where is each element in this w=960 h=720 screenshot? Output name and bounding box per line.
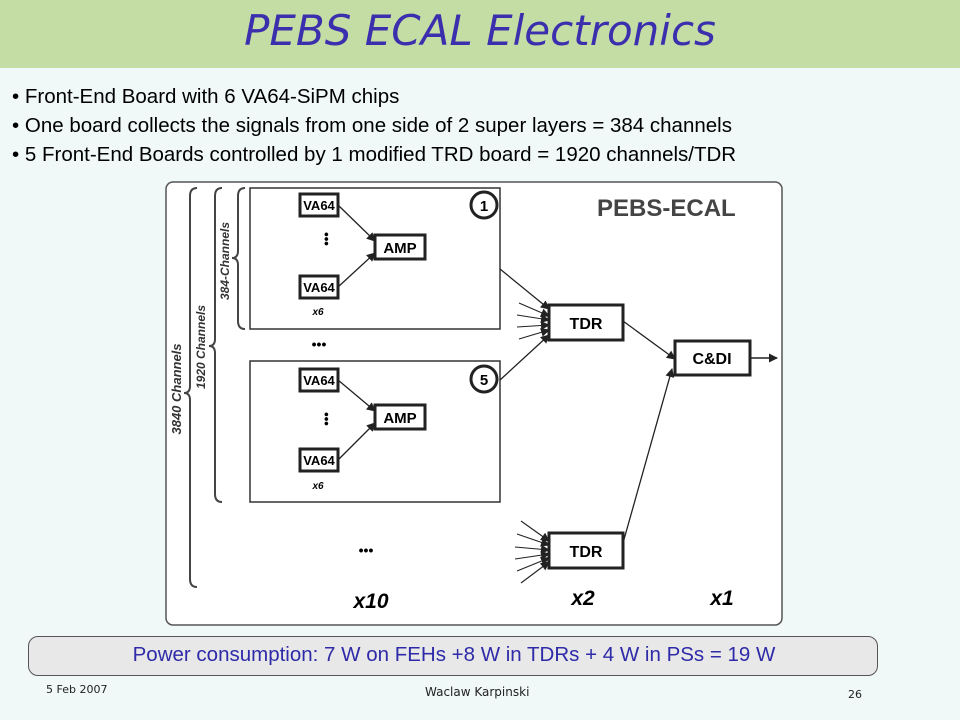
cdi-box [673, 339, 752, 377]
va64-chip-label: VA64 [303, 280, 335, 295]
chip-multiplier: x6 [311, 481, 324, 492]
chip-multiplier: x6 [311, 307, 324, 318]
chip-to-amp-arrow [337, 204, 376, 242]
board-number: 5 [480, 372, 488, 389]
chip-ellipsis: ••• [319, 412, 334, 426]
brace-1920 [208, 187, 223, 503]
bullet-item: One board collects the signals from one … [12, 111, 736, 140]
va64-chip-label: VA64 [303, 373, 335, 388]
power-consumption-box: Power consumption: 7 W on FEHs +8 W in T… [28, 636, 878, 676]
board-to-tdr-arrow [499, 268, 550, 310]
amp-label: AMP [383, 240, 416, 257]
amp-box [373, 403, 427, 431]
chip-to-amp-arrow [337, 252, 376, 288]
tdr-to-cdi-arrow [622, 368, 675, 544]
footer-page-number: 26 [848, 688, 862, 701]
footer-author: Waclaw Karpinski [425, 685, 530, 699]
tdr-to-cdi-arrow [622, 320, 676, 360]
chip-to-amp-arrow [337, 422, 376, 461]
bullet-list: Front-End Board with 6 VA64-SiPM chips O… [12, 82, 736, 169]
board-ellipsis: ••• [312, 336, 327, 352]
brace-384 [231, 187, 246, 330]
board-frame [249, 187, 501, 330]
amp-box [373, 233, 427, 261]
footer-date: 5 Feb 2007 [46, 683, 108, 696]
brace-label: 1920 Channels [194, 305, 208, 389]
board-frame [249, 360, 501, 503]
amp-label: AMP [383, 410, 416, 427]
board-number-badge [469, 364, 499, 394]
pebs-ecal-diagram: PEBS-ECAL VA64 ••• VA64 x6 AMP 1 ••• VA6… [165, 181, 783, 626]
multiplier-label: x2 [570, 587, 595, 610]
multiplier-label: x10 [352, 590, 388, 613]
board-number: 1 [480, 198, 488, 215]
multiplier-label: x1 [709, 587, 733, 610]
power-consumption-text: Power consumption: 7 W on FEHs +8 W in T… [132, 643, 776, 666]
chip-to-amp-arrow [337, 379, 376, 412]
bullet-item: 5 Front-End Boards controlled by 1 modif… [12, 140, 736, 169]
title-bar [0, 0, 960, 68]
tdr-label: TDR [570, 316, 603, 333]
board-group-ellipsis: ••• [359, 542, 374, 558]
chip-ellipsis: ••• [319, 232, 334, 246]
brace-label: 3840 Channels [169, 343, 184, 434]
tdr-box [547, 531, 625, 570]
board-number-badge [469, 190, 499, 220]
front-end-board-5: VA64 ••• VA64 x6 AMP 5 [249, 360, 501, 503]
diagram-title: PEBS-ECAL [597, 195, 736, 222]
tdr-box [547, 303, 625, 342]
cdi-label: C&DI [692, 351, 731, 368]
va64-chip-label: VA64 [303, 453, 335, 468]
tdr-label: TDR [570, 544, 603, 561]
slide-title: PEBS ECAL Electronics [244, 6, 716, 55]
front-end-board-1: VA64 ••• VA64 x6 AMP 1 [249, 187, 501, 330]
brace-label: 384-Channels [218, 222, 232, 300]
brace-3840 [183, 187, 198, 588]
bullet-item: Front-End Board with 6 VA64-SiPM chips [12, 82, 736, 111]
va64-chip-label: VA64 [303, 198, 335, 213]
tdr-input-arrows [514, 520, 550, 584]
board-to-tdr-arrow [499, 334, 550, 381]
tdr-input-arrows [516, 302, 550, 340]
